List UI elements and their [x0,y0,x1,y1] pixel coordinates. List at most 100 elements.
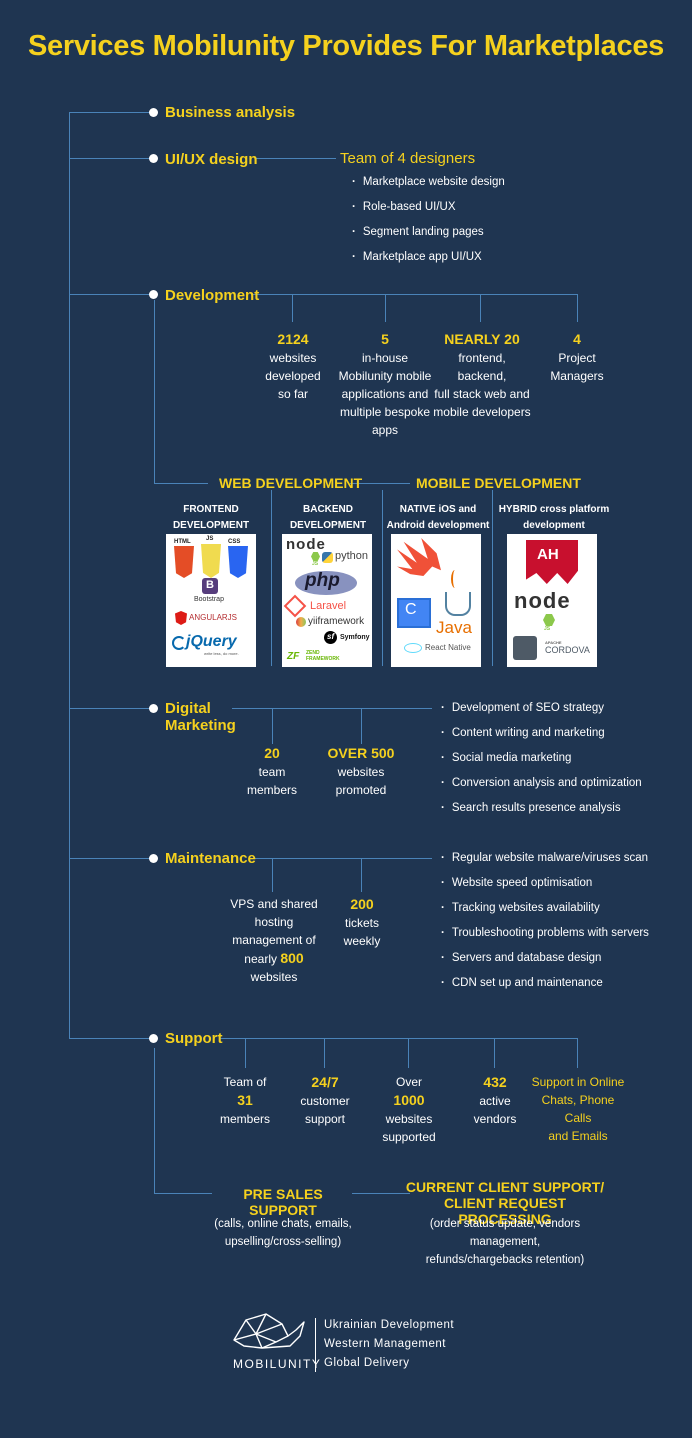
stat-number: 200 [350,896,374,912]
node-js-label: JS [544,626,551,632]
uiux-item: Marketplace website design [352,176,505,188]
dev-stat-managers: 4 Project Managers [537,330,617,385]
jquery-label: jQuery [186,633,237,650]
uiux-item: Role-based UI/UX [352,201,456,213]
jquery-tagline: write less, do more. [204,651,239,656]
frontend-heading: FRONTEND DEVELOPMENT [161,502,261,534]
stat-line: VPS and shared [230,897,318,911]
cordova-label: CORDOVA [545,645,590,655]
col-line: DEVELOPMENT [289,520,367,531]
stat-line: multiple bespoke [339,405,431,419]
dm-item: Content writing and marketing [441,727,605,739]
backend-heading: BACKEND DEVELOPMENT [278,502,378,534]
html5-icon [174,546,194,578]
symfony-icon [324,631,337,644]
dm-item: Conversion analysis and optimization [441,777,642,789]
uiux-team: Team of 4 designers [340,150,476,167]
maint-stat-tickets: 200 tickets weekly [327,895,397,950]
stat-line: so far [277,387,308,401]
stat-line: in-house [361,351,409,365]
css3-label: CSS [228,539,241,545]
support-stat-1000: Over 1000 websites supported [368,1073,450,1146]
dev-stat-websites: 2124 websites developed so far [243,330,343,403]
bootstrap-label: Bootstrap [194,596,224,603]
web-development-heading: WEB DEVELOPMENT [219,475,363,491]
node-label: node [286,536,326,553]
mobile-development-heading: MOBILE DEVELOPMENT [416,475,581,491]
section-uiux-design: UI/UX design [165,151,258,168]
stat-number: 24/7 [311,1074,339,1090]
section-digital-marketing-line1: Digital [165,700,211,717]
hybrid-heading: HYBRID cross platform development [496,502,612,534]
angular-label: ANGULARJS [189,613,238,622]
stat-line: apps [371,423,399,437]
laravel-label: Laravel [310,600,347,612]
android-studio-icon [397,598,431,628]
support-stat-432: 432 active vendors [456,1073,534,1128]
native-logos: C Java React Native [391,534,481,667]
stat-line: mobile developers [433,405,531,419]
js-icon [201,544,221,578]
page-title: Services Mobilunity Provides For Marketp… [27,30,664,62]
zend-label-2: FRAMEWORK [306,656,340,662]
zend-label-1: ZEND [306,650,320,656]
footer-divider [315,1318,316,1372]
zend-icon: ZF [287,651,300,662]
stat-line: support [304,1112,346,1126]
stat-line: management of [232,933,316,947]
col-line: Android development [386,520,490,531]
android-studio-c: C [405,601,417,618]
node-hex-icon [543,614,555,626]
text-line: upselling/cross-selling) [224,1236,342,1248]
stat-line: hosting [254,915,294,929]
maint-item: Troubleshooting problems with servers [441,927,649,939]
java-label: Java [436,618,472,637]
maint-item: CDN set up and maintenance [441,977,603,989]
section-digital-marketing: Digital Marketing [165,700,236,734]
stat-line: Project [558,351,596,365]
stat-line: full stack web and [434,387,530,401]
timeline-dot [149,108,158,117]
node-label: node [514,588,571,613]
stat-line: promoted [335,783,387,797]
bootstrap-b: B [206,579,214,591]
stat-number: 4 [573,331,581,347]
mobilunity-whale-logo-icon [232,1312,306,1357]
stat-line: nearly 800 [224,949,324,968]
stat-line: frontend, [458,351,506,365]
stat-number: 20 [264,745,280,761]
native-heading: NATIVE iOS and Android development [384,502,492,534]
stat-line: websites [337,765,385,779]
footer-tagline: Ukrainian Development Western Management… [324,1316,454,1373]
symfony-label: Symfony [340,634,370,641]
yii-label: yiiframework [308,616,365,627]
yii-icon [296,617,306,627]
support-online: Support in Online Chats, Phone Calls and… [528,1073,628,1145]
css3-icon [228,546,248,578]
timeline-dot [149,1034,158,1043]
footer-brand: MOBILUNITY [233,1357,322,1371]
dm-stat-websites: OVER 500 websites promoted [316,744,406,799]
stat-line: Managers [550,369,604,383]
section-digital-marketing-line2: Marketing [165,717,236,734]
uiux-item: Segment landing pages [352,226,484,238]
stat-line: team [258,765,286,779]
maint-item: Servers and database design [441,952,602,964]
col-line: BACKEND [303,504,353,515]
stat-text: nearly [244,952,281,966]
heading-line: CURRENT CLIENT SUPPORT/ [405,1179,605,1195]
text-line: (order status update, vendors management… [429,1218,581,1248]
stat-line: members [246,783,297,797]
maint-item: Tracking websites availability [441,902,600,914]
stat-number: 432 [483,1074,507,1090]
section-maintenance: Maintenance [165,850,256,867]
cordova-icon [513,636,537,660]
node-js-label: JS [312,561,319,567]
stat-number: 2124 [277,331,309,347]
timeline-dot [149,704,158,713]
html5-label: HTML [174,539,191,545]
stat-line: vendors [473,1112,517,1126]
stat-line: supported [382,1130,436,1144]
swift-icon [397,538,441,576]
stat-line: Chats, Phone Calls [541,1093,615,1125]
